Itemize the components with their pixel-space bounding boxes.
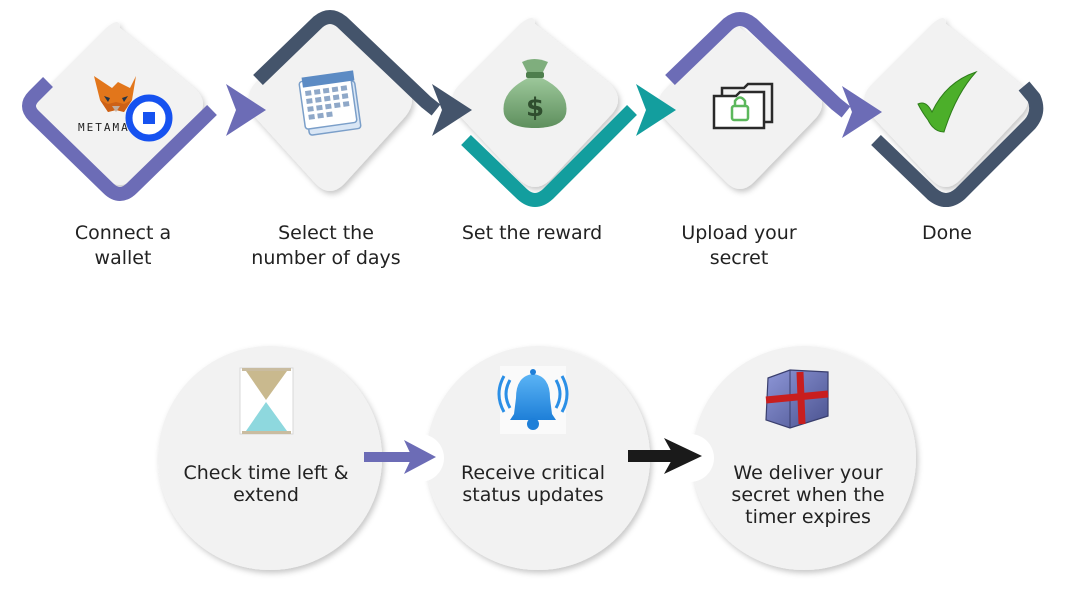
- lock-folder-icon: [712, 82, 774, 130]
- step-label-1: Connect a wallet: [74, 222, 172, 269]
- feature-label-3: We deliver your secret when the timer ex…: [731, 462, 885, 528]
- arrow-head-1: [226, 84, 266, 136]
- feature-label-2: Receive critical status updates: [460, 462, 606, 506]
- bell-icon: [497, 366, 569, 434]
- connector-band-5: [871, 81, 1044, 207]
- connector-band-2: [253, 10, 441, 116]
- arrow-bottom-2: [628, 438, 702, 474]
- metamask-icon: METAMASK: [78, 76, 173, 142]
- feature-card-3: [692, 346, 916, 570]
- step-label-4: Upload your secret: [681, 222, 797, 269]
- connector-band-1: [22, 77, 217, 201]
- checkmark-icon: [917, 70, 978, 133]
- money-bag-icon: $: [503, 59, 567, 128]
- step-label-5: Done: [922, 222, 972, 244]
- feature-label-1: Check time left & extend: [183, 462, 349, 506]
- calendar-icon: [298, 70, 362, 136]
- gift-folder-icon: [765, 369, 829, 429]
- arrow-bottom-1: [364, 440, 436, 474]
- connector-band-3: [461, 105, 637, 207]
- hourglass-icon: [239, 367, 294, 435]
- feature-card-2: [426, 346, 650, 570]
- arrow-head-3: [636, 84, 676, 136]
- svg-text:$: $: [526, 93, 544, 123]
- arrow-head-2: [432, 84, 472, 136]
- step-label-2: Select the number of days: [251, 222, 401, 269]
- feature-card-1: [158, 346, 382, 570]
- connector-band-4: [665, 12, 851, 118]
- arrow-head-4: [842, 86, 882, 138]
- step-label-3: Set the reward: [461, 222, 603, 244]
